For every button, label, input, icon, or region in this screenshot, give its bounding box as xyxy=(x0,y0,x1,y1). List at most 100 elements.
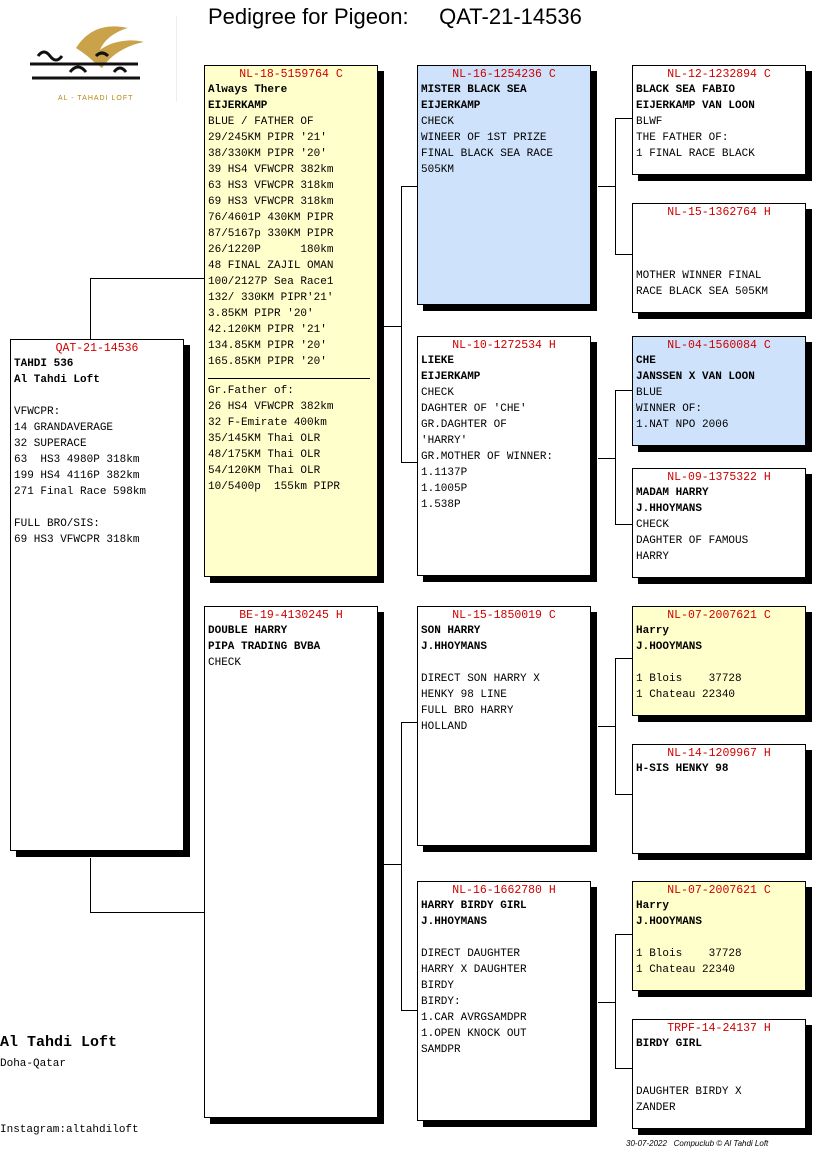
pedigree-line xyxy=(636,252,802,268)
pedigree-line: 32 F-Emirate 400km xyxy=(208,417,327,429)
pedigree-line: J.HOOYMANS xyxy=(636,641,703,653)
ring-number: NL-18-5159764 C xyxy=(239,68,343,81)
connector-line xyxy=(615,934,633,935)
ring-number: QAT-21-14536 xyxy=(55,342,139,355)
pedigree-line: 63 HS3 4980P 318km xyxy=(14,454,140,466)
pedigree-line: 199 HS4 4116P 382km xyxy=(14,470,140,482)
connector-line xyxy=(401,462,417,463)
pedigree-line: 63 HS3 VFWCPR 318km xyxy=(208,180,334,192)
pedigree-line: J.HHOYMANS xyxy=(636,503,703,515)
pedigree-line: 32 SUPERACE xyxy=(14,438,87,450)
connector-line xyxy=(615,794,633,795)
logo-caption: AL - TAHADI LOFT xyxy=(58,95,134,102)
connector-line xyxy=(615,524,633,525)
pedigree-line: EIJERKAMP xyxy=(208,100,268,112)
pedigree-line: PIPA TRADING BVBA xyxy=(208,641,321,653)
pedigree-line: 100/2127P Sea Race1 xyxy=(208,276,334,288)
pedigree-line: 1.1005P xyxy=(421,483,468,495)
ring-number: NL-09-1375322 H xyxy=(667,471,771,484)
connector-line xyxy=(615,658,633,659)
pedigree-line: Always There xyxy=(208,84,288,96)
loft-logo: AL - TAHADI LOFT xyxy=(10,16,177,102)
pedigree-line: 26/1220P 180km xyxy=(208,244,334,256)
pedigree-line: SAMDPR xyxy=(421,1044,461,1056)
pedigree-line: 1 Blois 37728 xyxy=(636,948,742,960)
pedigree-line: THE FATHER OF: xyxy=(636,132,729,144)
pedigree-line: BIRDY xyxy=(421,980,455,992)
falcon-logo-icon xyxy=(30,26,144,80)
pedigree-line: Harry xyxy=(636,900,670,912)
pedigree-line: 69 HS3 VFWCPR 318km xyxy=(208,196,334,208)
pedigree-line xyxy=(636,655,802,671)
pedigree-line: 3.85KM PIPR '20' xyxy=(208,308,314,320)
loft-name: Al Tahdi Loft xyxy=(0,1034,118,1051)
pedigree-line: JANSSEN X VAN LOON xyxy=(636,371,755,383)
pedigree-line: 10/5400p 155km PIPR xyxy=(208,481,341,493)
pedigree-line xyxy=(421,655,587,671)
pedigree-line: BLWF xyxy=(636,116,663,128)
pedigree-line: CHECK xyxy=(636,519,670,531)
pedigree-line: 29/245KM PIPR '21' xyxy=(208,132,327,144)
pedigree-line xyxy=(636,930,802,946)
pedigree-line: J.HOOYMANS xyxy=(636,916,703,928)
pedigree-line: J.HHOYMANS xyxy=(421,641,488,653)
pedigree-line: 76/4601P 430KM PIPR xyxy=(208,212,334,224)
pedigree-line: 1.NAT NPO 2006 xyxy=(636,419,729,431)
connector-line xyxy=(401,186,417,187)
pedigree-line: 26 HS4 VFWCPR 382km xyxy=(208,401,334,413)
connector-line xyxy=(598,458,616,459)
pedigree-line: FULL BRO/SIS: xyxy=(14,518,100,530)
pedigree-line: MADAM HARRY xyxy=(636,487,709,499)
pedigree-line: DAGHTER OF 'CHE' xyxy=(421,403,527,415)
connector-line xyxy=(90,278,91,340)
connector-line xyxy=(615,658,616,794)
pedigree-line: ZANDER xyxy=(636,1102,676,1114)
connector-line xyxy=(615,390,633,391)
pedigree-line: J.HHOYMANS xyxy=(421,916,488,928)
pedigree-line: RACE BLACK SEA 505KM xyxy=(636,286,769,298)
pedigree-line: GR.MOTHER OF WINNER: xyxy=(421,451,554,463)
ring-number: NL-16-1662780 H xyxy=(452,884,556,897)
pigeon-card-sdd[interactable]: NL-09-1375322 H MADAM HARRY J.HHOYMANS CHEC… xyxy=(632,468,806,578)
connector-line xyxy=(615,934,616,1068)
ring-number: NL-04-1560084 C xyxy=(667,339,771,352)
pedigree-line: CHECK xyxy=(421,116,455,128)
ring-number: NL-15-1850019 C xyxy=(452,609,556,622)
connector-line xyxy=(90,858,91,912)
pedigree-line: Harry xyxy=(636,625,670,637)
pedigree-line: EIJERKAMP VAN LOON xyxy=(636,100,755,112)
pedigree-line xyxy=(636,1052,802,1068)
ring-number: NL-10-1272534 H xyxy=(452,339,556,352)
connector-line xyxy=(401,186,402,462)
pedigree-line: HARRY X DAUGHTER xyxy=(421,964,527,976)
connector-line xyxy=(90,912,204,913)
pedigree-line: BLACK SEA FABIO xyxy=(636,84,736,96)
pedigree-line: 54/120KM Thai OLR xyxy=(208,465,321,477)
pedigree-line: DOUBLE HARRY xyxy=(208,625,288,637)
instagram-handle[interactable]: Instagram:altahdiloft xyxy=(0,1124,139,1136)
pedigree-line: FINAL BLACK SEA RACE xyxy=(421,148,554,160)
connector-line xyxy=(598,1002,616,1003)
pedigree-line: 1.538P xyxy=(421,499,461,511)
pedigree-line: 1 Chateau 22340 xyxy=(636,964,736,976)
pedigree-line: GR.DAGHTER OF xyxy=(421,419,507,431)
pedigree-line: H-SIS HENKY 98 xyxy=(636,763,729,775)
connector-line xyxy=(384,864,402,865)
pedigree-line: Al Tahdi Loft xyxy=(14,374,100,386)
pedigree-line xyxy=(421,930,587,946)
ring-number: NL-07-2007621 C xyxy=(667,884,771,897)
